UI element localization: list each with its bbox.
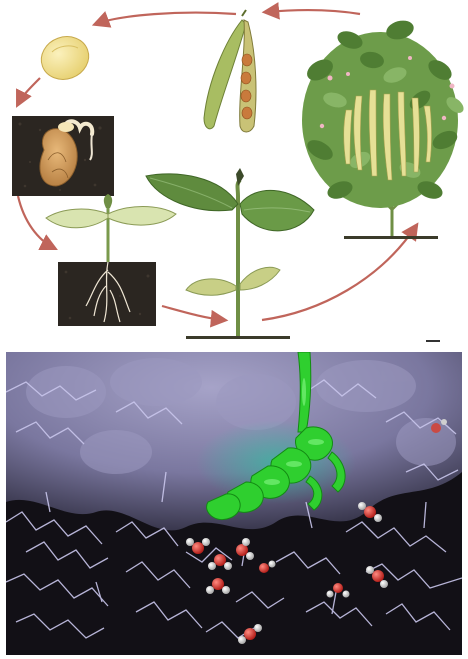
arrow-pod-to-seed: [96, 13, 236, 24]
seed-illustration: [35, 30, 94, 86]
arrow-young-plant-to-mature: [262, 226, 416, 320]
seed-pod-illustration: [204, 10, 256, 132]
bean-life-cycle-illustration: [0, 0, 468, 345]
arrow-plant-to-pod: [266, 10, 360, 14]
mature-plant-illustration: [302, 18, 467, 239]
germinating-seed-illustration: [12, 116, 114, 196]
seedling-illustration: [46, 194, 176, 326]
arrow-seedling-to-young-plant: [162, 306, 224, 320]
arrow-seed-to-germination: [18, 78, 40, 104]
young-plant-illustration: [146, 168, 314, 339]
scale-mark: [426, 340, 440, 342]
arrow-germination-to-seedling: [18, 196, 54, 248]
protein-surface-render: [6, 352, 462, 655]
